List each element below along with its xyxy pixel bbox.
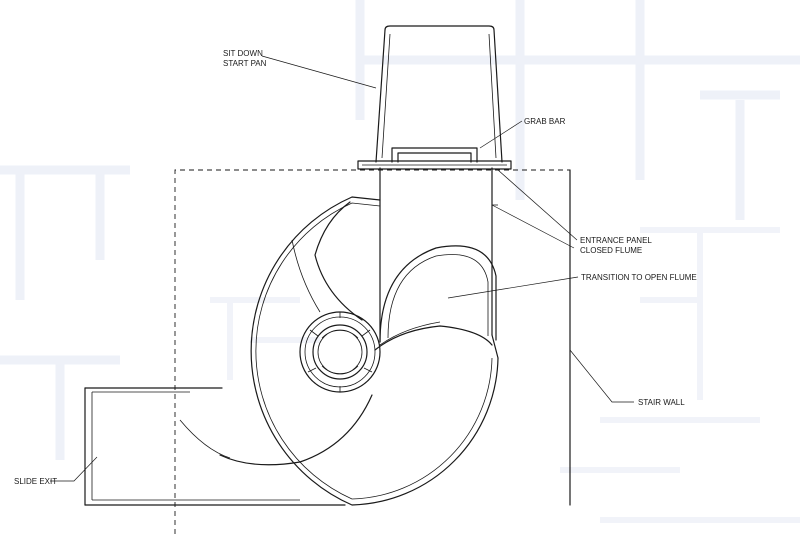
label-entrance-panel: ENTRANCE PANEL [580,236,652,245]
footprint-boundary [174,169,570,534]
exit-chute [84,387,346,506]
leader-lines [50,55,634,482]
label-grab-bar: GRAB BAR [524,117,566,126]
label-closed-flume: CLOSED FLUME [580,246,642,255]
spiral-outer-wall [250,196,499,506]
label-sit-down-start-pan-line2: START PAN [223,59,267,68]
label-sit-down-start-pan-line1: SIT DOWN [223,49,263,58]
label-stair-wall: STAIR WALL [638,398,685,407]
grab-bar [391,147,478,163]
background-floor-plan [0,0,800,523]
spiral-inner-flume [179,201,373,466]
center-column [299,311,381,393]
sit-down-start-pan [375,25,503,163]
entrance-panel [357,160,512,170]
entrance-section [374,167,499,359]
label-slide-exit: SLIDE EXIT [14,477,57,486]
label-transition-to-open-flume: TRANSITION TO OPEN FLUME [581,273,697,282]
